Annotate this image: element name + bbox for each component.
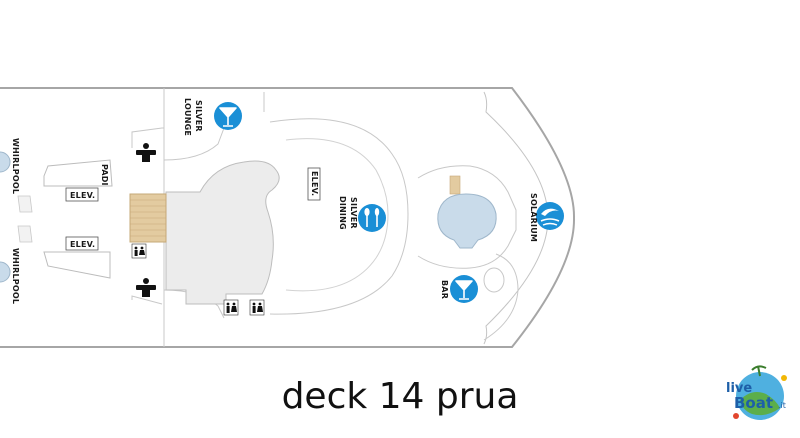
- lounge-wall: [131, 127, 225, 161]
- deck-chair: [17, 225, 33, 243]
- whirlpool: [0, 151, 11, 173]
- male-icon: [136, 143, 156, 162]
- solarium-pool: [437, 193, 497, 249]
- silver-dining-label: SILVER: [349, 197, 358, 229]
- silver-lounge-label: LOUNGE: [183, 98, 192, 136]
- dining-room-outline: [269, 118, 409, 315]
- restroom-icon: [223, 299, 239, 316]
- solarium-label: SOLARIUM: [529, 193, 538, 242]
- stairs: [449, 175, 461, 195]
- logo-text: Boat: [734, 394, 773, 412]
- silver-lounge-label: SILVER: [194, 100, 203, 132]
- whirlpool-label: WHIRLPOOL: [11, 138, 20, 194]
- male-icon: [136, 278, 156, 297]
- cocktail-icon: [450, 275, 478, 303]
- whirlpool: [483, 267, 505, 293]
- cocktail-icon: [214, 102, 242, 130]
- whirlpool: [0, 261, 11, 283]
- elev-label: ELEV.: [310, 171, 319, 196]
- elev-label: ELEV.: [70, 240, 95, 249]
- solarium-icon: [536, 202, 564, 230]
- bar-label: BAR: [440, 280, 449, 299]
- logo-text: .it: [778, 401, 786, 410]
- elevator: [65, 236, 99, 251]
- dining-icon: [358, 204, 386, 232]
- deck-chair: [17, 195, 33, 213]
- restroom-icon: [249, 299, 265, 316]
- solarium-area: [417, 165, 517, 269]
- padi-label: PADI: [100, 164, 109, 186]
- elev-label: ELEV.: [70, 191, 95, 200]
- elevator: [307, 167, 321, 201]
- elevator: [65, 187, 99, 202]
- restroom-icon: [131, 243, 147, 259]
- stair-steps: [130, 199, 166, 237]
- deck-caption: deck 14 prua: [281, 376, 519, 417]
- whirlpool-label: WHIRLPOOL: [11, 248, 20, 304]
- central-deck: [165, 160, 280, 305]
- lower-room: [43, 251, 111, 279]
- liveboat-logo: live Boat .it: [726, 365, 787, 420]
- logo-text: live: [726, 381, 752, 396]
- padi-room: [43, 159, 113, 187]
- silver-dining-label: DINING: [338, 196, 347, 230]
- dining-room-inner: [285, 138, 389, 292]
- bar-counter: [483, 253, 519, 341]
